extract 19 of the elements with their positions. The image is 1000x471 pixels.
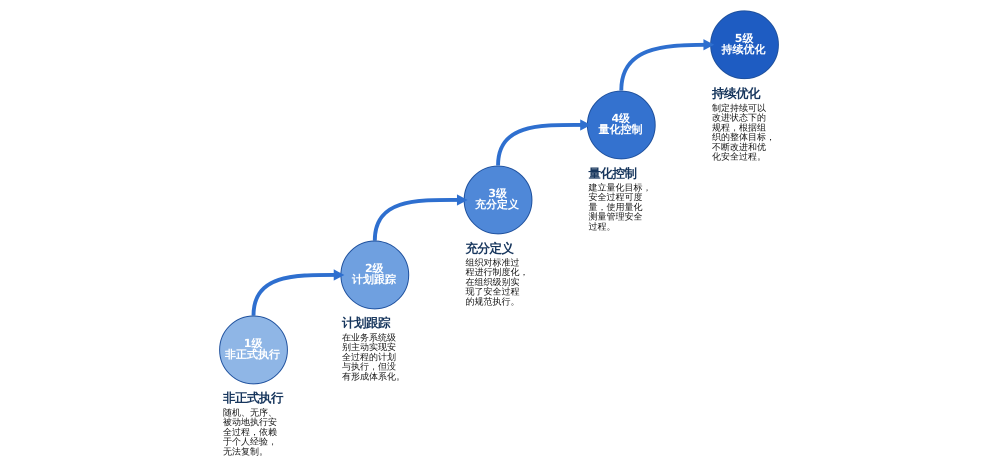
node-label: 建立量化目标，安全过程可度量，使用量化测量管理安全过程。 [588,183,652,232]
node-label: 充分定义 [465,241,514,256]
arrow [619,39,714,91]
arrow [496,119,591,166]
arrow [372,194,468,241]
node-label: 随机、无序、被动地执行安全过程，依赖于个人经验，无法复制。 [222,408,277,458]
node-circle: 3级 充分定义 [464,166,532,234]
node-label: 组织对标准过程进行制度化，在组织级别实现了安全过程的规范执行。 [465,258,528,308]
node-label: 持续优化 [712,86,760,101]
node-circle: 5级 持续优化 [710,10,779,80]
node-circle: 2级 计划跟踪 [340,240,410,310]
node-label: 制定持续可以改进状态下的规程，根据组织的整体目标，不断改进和优化安全过程。 [712,104,775,163]
node-label: 量化控制 [588,166,637,180]
node-label: 计划跟踪 [342,316,390,330]
node-label: 在业务系统级别主动实现安全过程的计划与执行，但没有形成体系化。 [342,333,406,382]
arrow [252,269,344,316]
node-circle: 4级 量化控制 [586,90,656,160]
node-circle: 1级 非正式执行 [219,316,288,384]
node-label: 非正式执行 [222,391,283,406]
